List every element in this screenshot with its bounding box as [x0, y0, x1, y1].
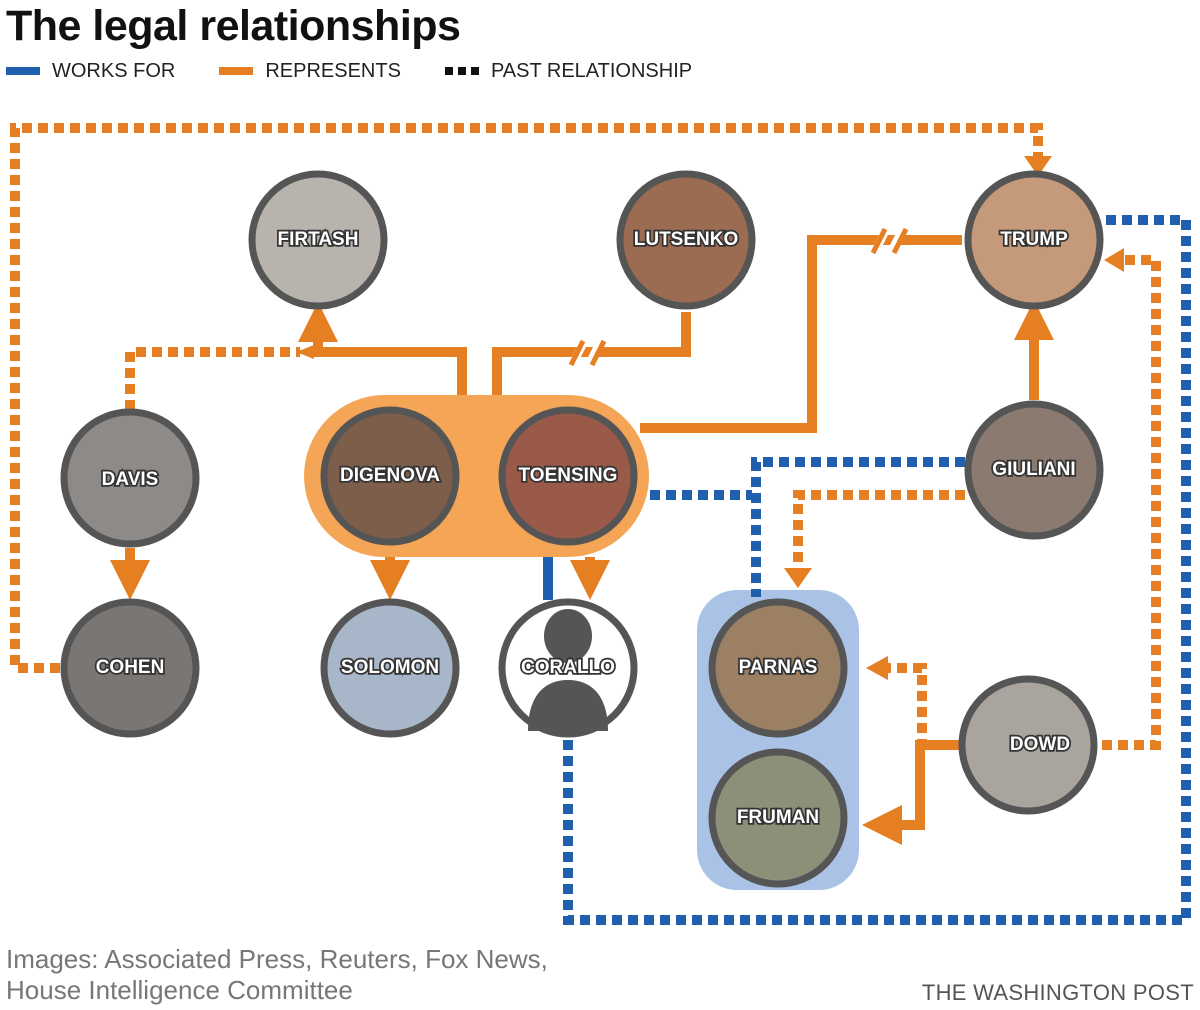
- node-lutsenko-label: LUTSENKO: [634, 229, 739, 250]
- node-lutsenko: LUTSENKO: [616, 170, 756, 310]
- image-credits: Images: Associated Press, Reuters, Fox N…: [6, 944, 548, 1006]
- node-digenova: DIGENOVA: [320, 406, 460, 546]
- edge-davis-past-firtash: [125, 347, 300, 410]
- legend: WORKS FOR REPRESENTS PAST RELATIONSHIP: [6, 58, 736, 84]
- node-solomon: SOLOMON: [320, 598, 460, 738]
- legend-represents-swatch: [219, 67, 254, 75]
- node-corallo-label: CORALLO: [521, 657, 615, 678]
- node-giuliani: GIULIANI: [964, 400, 1104, 540]
- edge-parnas-past-giuliani: [751, 457, 965, 597]
- node-digenova-label: DIGENOVA: [340, 465, 440, 486]
- node-cohen-label: COHEN: [96, 657, 165, 678]
- publisher-credit: THE WASHINGTON POST: [921, 980, 1194, 1005]
- node-dowd: DOWD: [958, 675, 1098, 815]
- node-toensing-label: TOENSING: [519, 465, 618, 486]
- legend-represents: REPRESENTS: [219, 60, 401, 83]
- node-trump-label: TRUMP: [1000, 229, 1068, 250]
- node-parnas-label: PARNAS: [739, 657, 818, 678]
- legend-past-swatch: [444, 67, 479, 75]
- node-davis-label: DAVIS: [102, 469, 159, 490]
- node-firtash-label: FIRTASH: [278, 229, 359, 250]
- edge-corallo-past-trump: [563, 215, 1191, 925]
- node-giuliani-label: GIULIANI: [992, 459, 1075, 480]
- node-trump: TRUMP: [964, 170, 1104, 310]
- image-credits-line-1: Images: Associated Press, Reuters, Fox N…: [6, 944, 548, 974]
- legend-past-label: PAST RELATIONSHIP: [490, 59, 693, 82]
- legend-works-for-label: WORKS FOR: [52, 59, 176, 82]
- node-solomon-label: SOLOMON: [341, 657, 439, 678]
- edge-cohen-past-trump: [10, 123, 1043, 673]
- node-fruman: FRUMAN: [708, 748, 848, 888]
- legend-past-relationship: PAST RELATIONSHIP: [444, 59, 693, 83]
- edge-toensing-represents-trump: [640, 235, 962, 433]
- legend-represents-label: REPRESENTS: [265, 59, 401, 82]
- node-dowd-label: DOWD: [1010, 734, 1070, 755]
- person-placeholder-icon: [528, 609, 608, 731]
- node-fruman-label: FRUMAN: [737, 807, 819, 828]
- legend-works-for: WORKS FOR: [6, 60, 175, 83]
- node-parnas: PARNAS: [708, 598, 848, 738]
- page-title: The legal relationships: [6, 2, 461, 50]
- edge-giuliani-past-parnas: [793, 490, 965, 570]
- node-toensing: TOENSING: [498, 406, 638, 546]
- node-davis: DAVIS: [60, 408, 200, 548]
- image-credits-line-2: House Intelligence Committee: [6, 975, 353, 1005]
- legend-works-for-swatch: [6, 67, 40, 75]
- node-corallo: CORALLO: [498, 598, 638, 738]
- node-firtash: FIRTASH: [248, 170, 388, 310]
- node-cohen: COHEN: [60, 598, 200, 738]
- edge-dowd-represents-fruman: [862, 740, 960, 845]
- edge-dowd-past-parnas: [886, 663, 958, 750]
- edge-digenova-represents-firtash: [298, 302, 467, 395]
